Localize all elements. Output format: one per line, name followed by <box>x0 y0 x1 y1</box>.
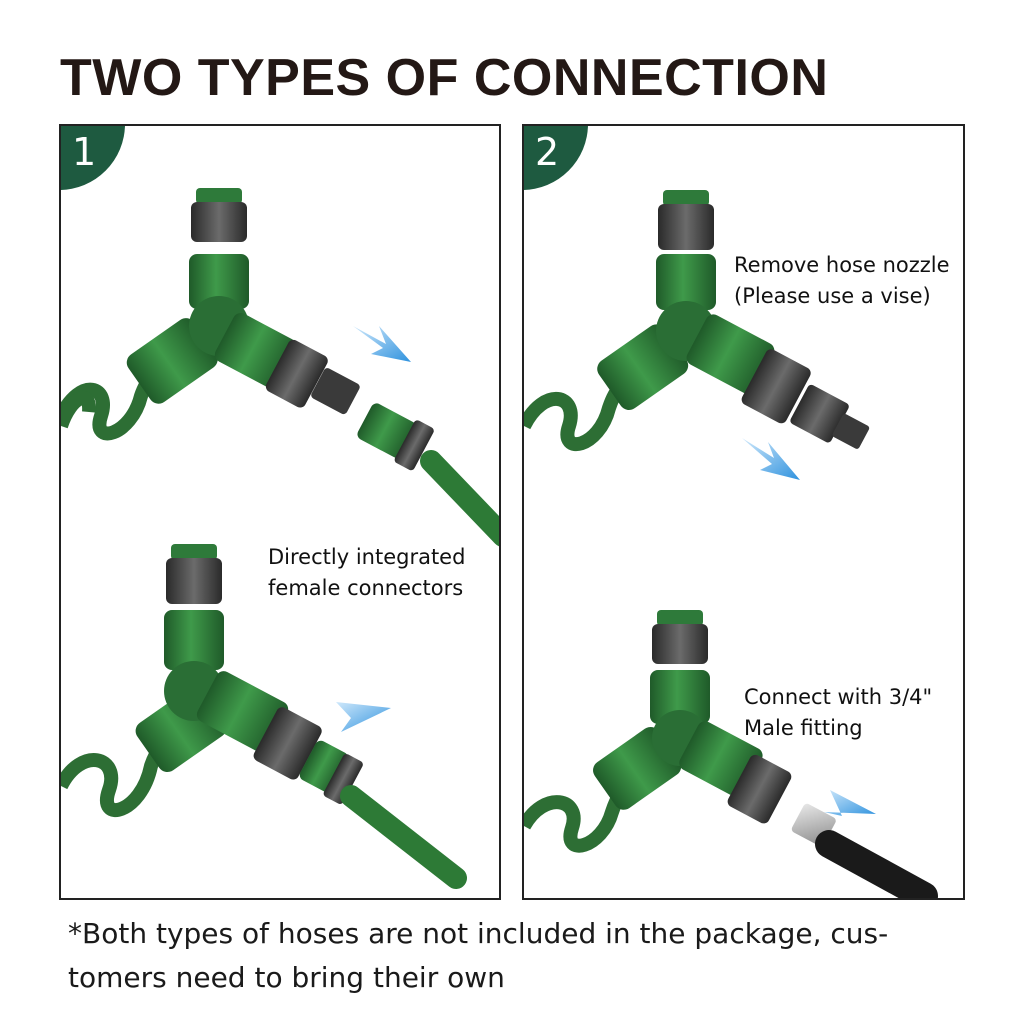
arrow-icon <box>336 702 391 732</box>
label-line: Connect with 3/4" <box>744 685 933 709</box>
connection-type-2-panel: 2 <box>522 124 965 900</box>
panel-2-illustration <box>524 190 938 898</box>
female-hose-end <box>357 403 499 547</box>
removed-nozzle <box>790 384 870 449</box>
label-line: (Please use a vise) <box>734 284 931 308</box>
arrow-icon <box>824 790 876 816</box>
page-title: TWO TYPES OF CONNECTION <box>60 49 829 107</box>
label-line: female connectors <box>268 576 464 600</box>
step-number-badge-1: 1 <box>61 126 125 190</box>
splitter-with-female-connector <box>61 544 467 889</box>
step-number-1: 1 <box>72 130 97 174</box>
label-line: Male fitting <box>744 716 863 740</box>
label-line: Remove hose nozzle <box>734 253 950 277</box>
female-connector-label: Directly integrated female connectors <box>268 542 465 604</box>
step-number-2: 2 <box>535 130 560 174</box>
step-number-badge-2: 2 <box>524 126 588 190</box>
connection-type-1-panel: 1 <box>59 124 501 900</box>
arrow-icon <box>353 326 411 362</box>
panel-1-illustration <box>61 188 499 889</box>
splitter-nozzle-removed <box>524 190 811 451</box>
splitter-with-male-nozzle <box>61 188 360 441</box>
label-line: Directly integrated <box>268 545 466 569</box>
footnote: *Both types of hoses are not included in… <box>68 912 968 1000</box>
footnote-line: tomers need to bring their own <box>68 961 505 994</box>
arrow-icon <box>742 438 800 480</box>
male-fitting-label: Connect with 3/4" Male fitting <box>744 682 932 744</box>
splitter-with-male-fitting-hose <box>524 610 938 898</box>
footnote-line: *Both types of hoses are not included in… <box>68 917 889 950</box>
remove-nozzle-label: Remove hose nozzle (Please use a vise) <box>734 250 950 312</box>
